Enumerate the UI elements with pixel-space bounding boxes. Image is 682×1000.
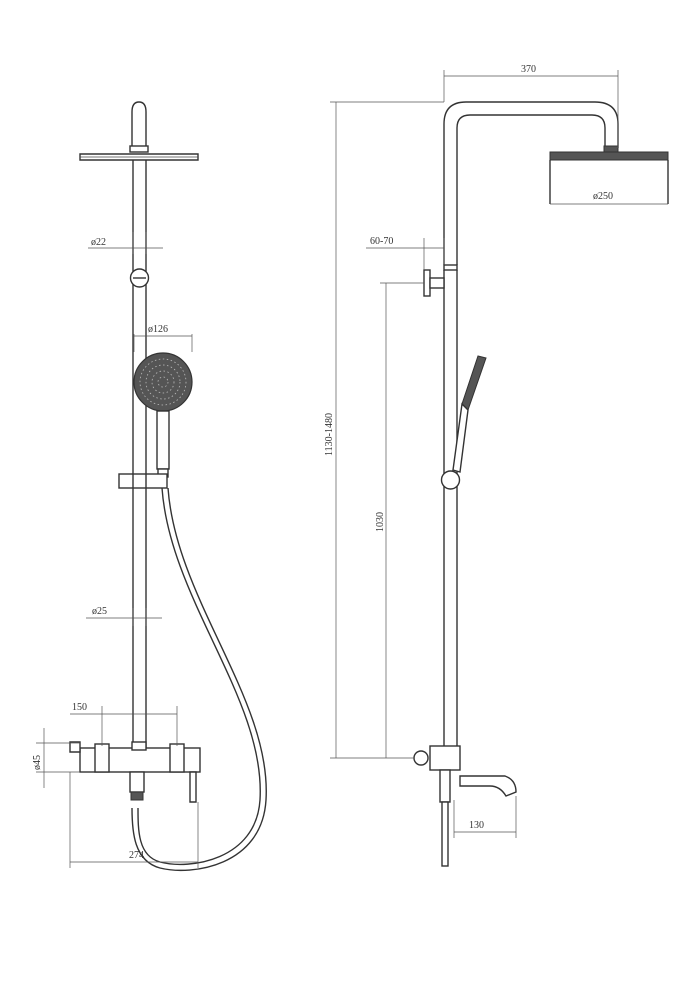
dim-126: ø126 [133,324,193,352]
front-shower-hose [131,487,267,871]
dim-370: 370 [443,64,619,148]
dim-label-250: ø250 [593,191,613,202]
side-wall-bracket [423,269,445,297]
side-view: 370 ø250 60-70 1130-1480 1030 [324,64,669,867]
dim-label-274: 274 [129,850,144,861]
dim-label-370: 370 [521,64,536,75]
dim-label-150: 150 [72,702,87,713]
front-slide-ring [129,268,150,288]
dim-1030: 1030 [375,282,424,758]
dim-25: ø25 [86,606,162,626]
dim-250: ø250 [550,191,668,205]
front-riser-pipe [132,160,147,748]
dim-label-130: 130 [469,820,484,831]
dim-label-1030: 1030 [375,512,386,532]
dim-150: 150 [70,702,178,746]
dim-label-1130-1480: 1130-1480 [324,413,335,456]
dim-22: ø22 [88,232,163,254]
dim-45: ø45 [32,728,80,788]
front-hand-shower-holder [118,473,168,489]
dim-1130-1480: 1130-1480 [324,101,444,759]
dim-label-45: ø45 [32,755,43,770]
dim-label-60-70: 60-70 [370,236,393,247]
dim-label-126: ø126 [148,324,168,335]
dim-130: 130 [453,796,517,838]
side-slide-holder [440,470,461,490]
front-overhead-shower-head [79,101,199,161]
side-overhead-shower-head [549,145,669,204]
front-mixer-valve [69,741,201,803]
dim-274: 274 [69,772,199,868]
side-hand-shower [452,355,487,473]
dim-label-22: ø22 [91,237,106,248]
side-mixer-valve [413,745,517,867]
dim-60-70: 60-70 [366,236,445,270]
dim-label-25: ø25 [92,606,107,617]
front-hand-shower [133,352,193,478]
front-view: ø22 ø126 ø25 150 ø45 [32,101,267,871]
side-riser-and-arm [443,101,619,748]
